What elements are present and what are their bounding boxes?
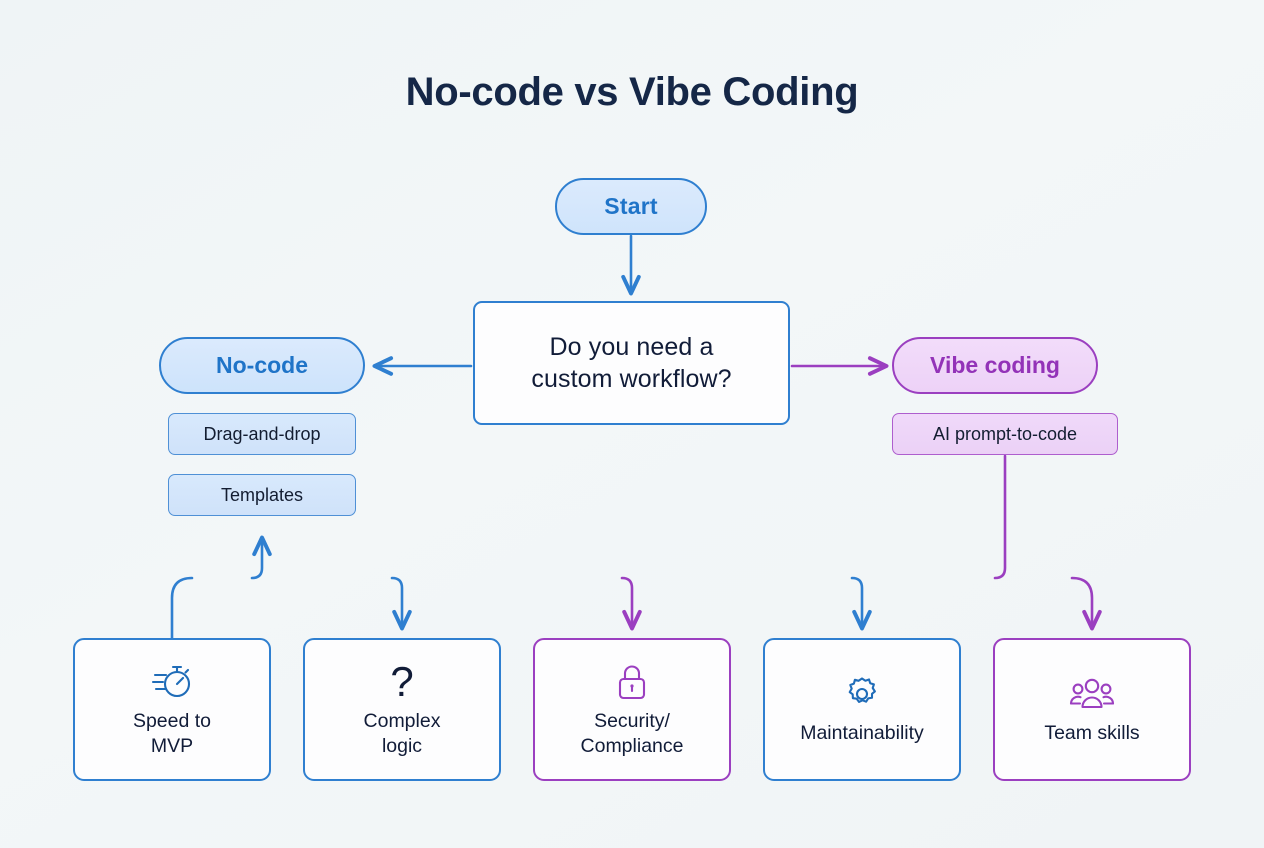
card-complex-logic[interactable]: ? Complex logic (303, 638, 501, 781)
tag-drag-and-drop-label: Drag-and-drop (203, 423, 321, 444)
tag-ai-prompt-to-code[interactable]: AI prompt-to-code (892, 413, 1118, 455)
decision-line-2: custom workflow? (531, 365, 732, 393)
card-complex-logic-line-2: logic (381, 734, 423, 757)
card-speed-to-mvp-line-1: Speed to (132, 709, 212, 732)
node-branch-vibe-coding[interactable]: Vibe coding (892, 337, 1098, 394)
tag-templates[interactable]: Templates (168, 474, 356, 516)
edge-bus-to-maintainability (850, 576, 872, 631)
node-start[interactable]: Start (555, 178, 707, 235)
edge-bus-to-team-skills (1070, 576, 1102, 631)
card-team-skills-line-1: Team skills (1044, 722, 1140, 745)
edge-bus-to-security (620, 576, 642, 631)
people-group-icon (1069, 673, 1115, 715)
lock-icon (615, 661, 649, 703)
question-mark-icon: ? (390, 657, 414, 705)
card-complex-logic-line-1: Complex (363, 709, 441, 732)
card-team-skills[interactable]: Team skills (993, 638, 1191, 781)
edge-bus-to-speed-to-mvp (170, 576, 194, 640)
edge-ai-tag-to-bus (993, 454, 1007, 580)
card-maintainability-line-1: Maintainability (800, 722, 924, 745)
branch-no-code-label: No-code (216, 352, 308, 378)
card-security-compliance-line-1: Security/ (594, 709, 670, 732)
tag-ai-prompt-to-code-label: AI prompt-to-code (932, 423, 1078, 444)
stopwatch-icon (151, 661, 193, 703)
card-security-compliance[interactable]: Security/ Compliance (533, 638, 731, 781)
page-title: No-code vs Vibe Coding (405, 70, 859, 114)
node-branch-no-code[interactable]: No-code (159, 337, 365, 394)
edge-bus-to-templates (250, 535, 272, 580)
edge-bus-to-complex-logic (390, 576, 412, 631)
card-speed-to-mvp[interactable]: Speed to MVP (73, 638, 271, 781)
decision-line-1: Do you need a (549, 332, 714, 361)
node-start-label: Start (604, 193, 658, 219)
card-speed-to-mvp-line-2: MVP (150, 734, 194, 757)
branch-vibe-coding-label: Vibe coding (930, 352, 1060, 378)
tag-templates-label: Templates (220, 484, 304, 505)
gear-icon (842, 673, 882, 715)
node-decision[interactable]: Do you need a custom workflow? (473, 301, 790, 425)
card-maintainability[interactable]: Maintainability (763, 638, 961, 781)
tag-drag-and-drop[interactable]: Drag-and-drop (168, 413, 356, 455)
card-security-compliance-line-2: Compliance (580, 734, 684, 757)
